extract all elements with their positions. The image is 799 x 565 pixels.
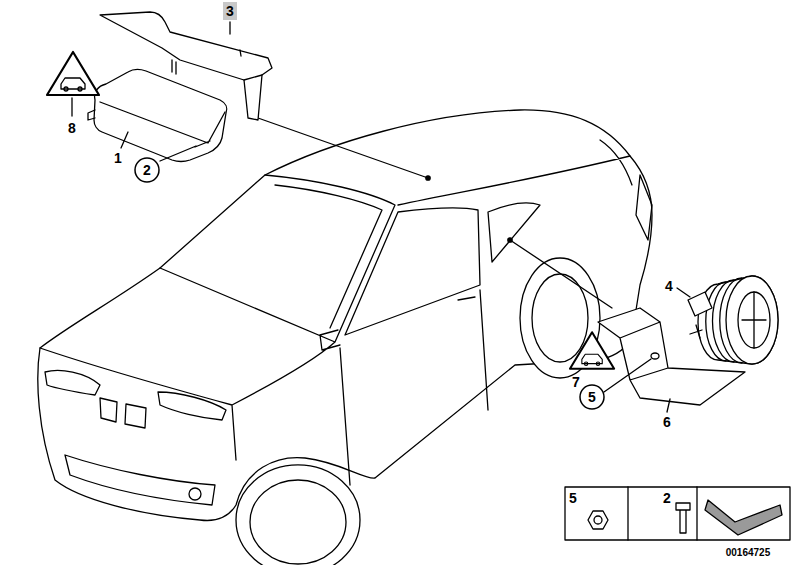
car-icon-wheel [78, 87, 82, 91]
callout-number: 5 [579, 389, 605, 405]
leader-line [71, 98, 72, 116]
nut-icon [588, 511, 608, 529]
highlight-fill [223, 2, 237, 20]
callout-number: 3 [223, 3, 237, 19]
callout-number: 5 [569, 490, 577, 506]
triangle-outline [47, 52, 99, 95]
module-detail [88, 102, 225, 147]
box-divider [628, 487, 697, 540]
car-icon-wheel [584, 362, 587, 365]
callout-number: 1 [114, 150, 122, 166]
callout-circle: 5 [579, 384, 605, 410]
car-details [40, 140, 652, 505]
car-body [38, 110, 652, 521]
car-icon-wheel [64, 87, 68, 91]
callout-number: 4 [665, 278, 673, 294]
bracket-detail [172, 50, 262, 80]
arrow-icon [705, 500, 782, 535]
fastener-box [565, 487, 790, 540]
warning-symbol [47, 52, 99, 95]
siren-ribs [706, 278, 766, 363]
siren-terminal [688, 292, 712, 338]
callout-number: 7 [572, 374, 580, 390]
callout-number: 6 [663, 414, 671, 430]
bracket-hole [651, 353, 659, 359]
control-module [94, 70, 227, 162]
siren-body [698, 276, 778, 364]
triangle-outline [570, 332, 614, 369]
callout-circle: 2 [134, 157, 160, 183]
callout-number: 2 [663, 490, 671, 506]
location-line [258, 118, 612, 308]
highlight-box: 3 [223, 2, 237, 20]
car-icon-wheel [596, 362, 599, 365]
callout-number: 2 [134, 162, 160, 178]
callout-number: 8 [68, 120, 76, 136]
warning-symbol [570, 332, 614, 369]
circle-outline [580, 385, 604, 409]
drawing-number: 00164725 [726, 547, 771, 559]
leader-line [121, 22, 690, 412]
front-wheel [236, 465, 360, 565]
fog-lamp [189, 488, 201, 500]
circle-outline [135, 158, 159, 182]
bolt-icon [676, 503, 690, 533]
